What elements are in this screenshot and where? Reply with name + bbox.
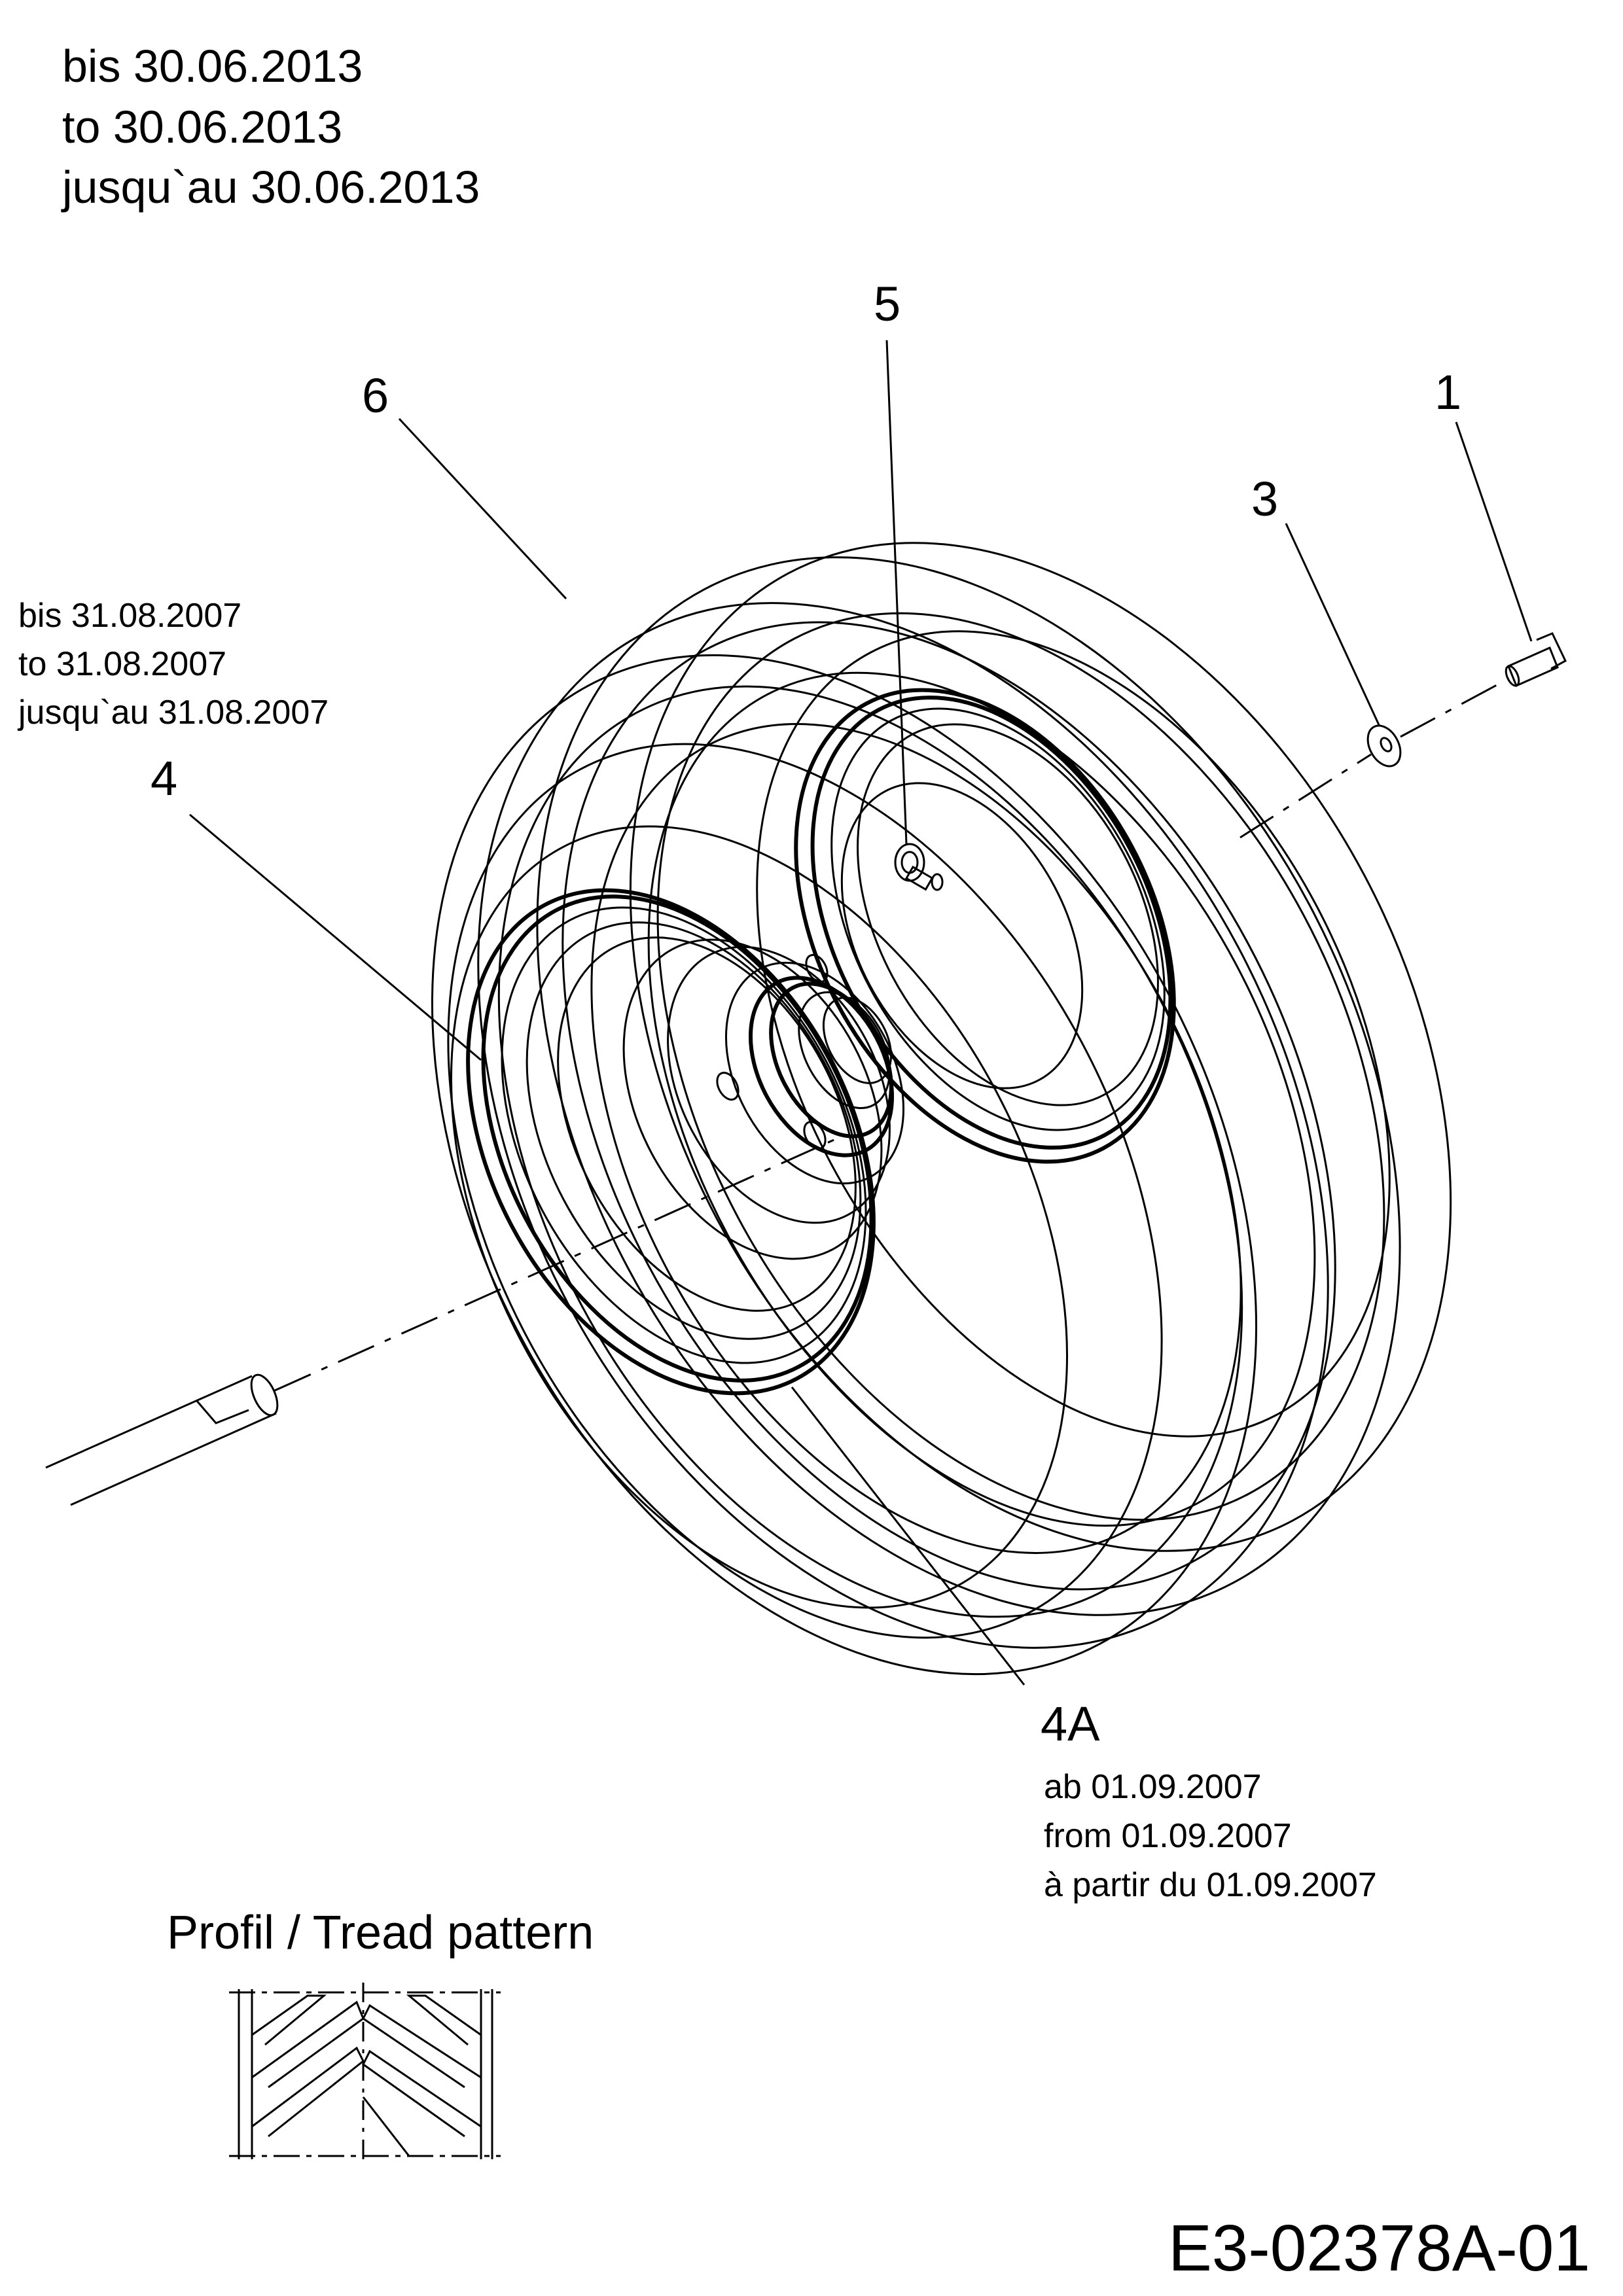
- tread-pattern: [229, 1983, 501, 2166]
- leader-3: [1285, 523, 1381, 727]
- rim-back: [794, 688, 1176, 1164]
- callout-3: 3: [1251, 472, 1278, 526]
- note-until-line-3: jusqu`au 31.08.2007: [17, 694, 329, 732]
- callout-6: 6: [362, 368, 389, 423]
- callout-1: 1: [1435, 365, 1461, 419]
- tire-valve: [894, 843, 944, 891]
- axis-line: [1240, 753, 1372, 839]
- rim-front: [466, 888, 891, 1396]
- tire: [431, 542, 1452, 1676]
- bolt: [1505, 632, 1567, 688]
- callout-4a: 4A: [1041, 1697, 1100, 1751]
- header-line-1: bis 30.06.2013: [62, 41, 363, 92]
- leader-5: [885, 340, 908, 845]
- header-line-3: jusqu`au 30.06.2013: [61, 162, 480, 213]
- note-from-line-3: à partir du 01.09.2007: [1044, 1866, 1377, 1904]
- leader-6: [398, 417, 567, 600]
- note-from-line-2: from 01.09.2007: [1044, 1817, 1292, 1855]
- drawing-code: E3-02378A-01: [1168, 2212, 1590, 2285]
- tread-title: Profil / Tread pattern: [167, 1907, 594, 1959]
- callout-4: 4: [151, 751, 177, 805]
- leader-4a: [791, 1386, 1026, 1686]
- note-until-line-2: to 31.08.2007: [18, 645, 226, 683]
- callout-5: 5: [874, 277, 901, 331]
- header-line-2: to 30.06.2013: [62, 101, 342, 152]
- note-from-line-1: ab 01.09.2007: [1044, 1768, 1262, 1806]
- leader-1: [1455, 421, 1533, 642]
- note-until-line-1: bis 31.08.2007: [18, 597, 241, 635]
- leader-4: [189, 813, 482, 1061]
- washer: [1366, 724, 1402, 768]
- axis-line-2: [1400, 679, 1506, 738]
